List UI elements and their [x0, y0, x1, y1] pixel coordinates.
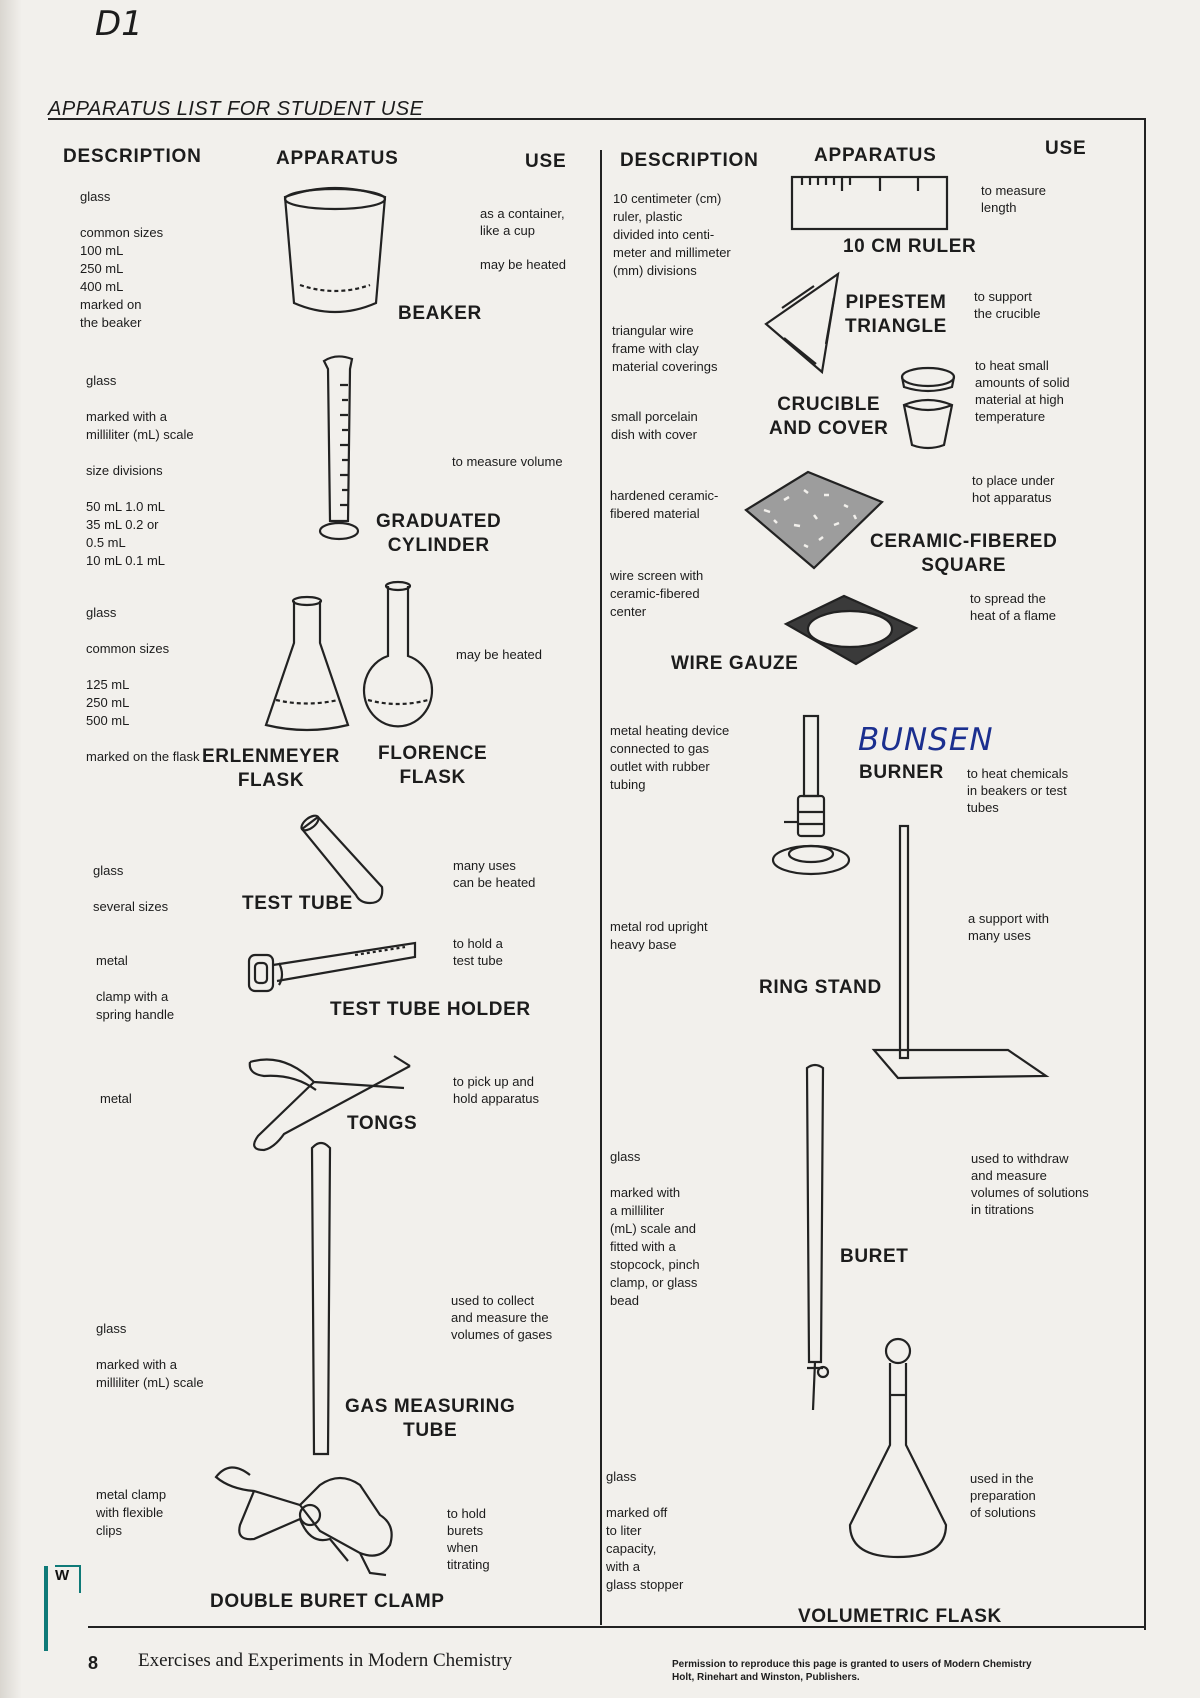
double-buret-clamp-use: to hold burets when titrating	[447, 1506, 490, 1572]
ceramic-square-label: CERAMIC-FIBERED SQUARE	[870, 531, 1058, 576]
flask-use: may be heated	[456, 647, 543, 662]
crucible-icon	[900, 366, 956, 450]
buret-label: BURET	[840, 1246, 909, 1267]
page-title: APPARATUS LIST FOR STUDENT USE	[48, 98, 424, 120]
side-tab-bar	[44, 1566, 48, 1651]
buret-use: used to withdraw and measure volumes of …	[971, 1151, 1089, 1217]
ceramic-square-description: hardened ceramic- fibered material	[610, 488, 719, 521]
gas-measuring-tube-use: used to collect and measure the volumes …	[451, 1293, 553, 1342]
ceramic-square-icon	[744, 470, 884, 570]
graduated-cylinder-icon	[318, 355, 360, 541]
beaker-use: as a container, like a cup may be heated	[480, 206, 567, 272]
flask-description: glass common sizes 125 mL 250 mL 500 mL …	[86, 605, 200, 764]
test-tube-use: many uses can be heated	[453, 858, 536, 890]
double-buret-clamp-description: metal clamp with flexible clips	[96, 1487, 167, 1538]
bunsen-burner-description: metal heating device connected to gas ou…	[610, 723, 730, 792]
ring-stand-use: a support with many uses	[968, 911, 1049, 943]
ring-stand-label: RING STAND	[759, 977, 882, 998]
ring-stand-icon	[871, 824, 1050, 1080]
volumetric-flask-icon	[848, 1337, 948, 1559]
beaker-label: BEAKER	[398, 303, 482, 324]
crucible-use: to heat small amounts of solid material …	[975, 358, 1070, 424]
tongs-label: TONGS	[347, 1113, 418, 1134]
wire-gauze-icon	[783, 594, 919, 666]
bottom-rule	[88, 1626, 1144, 1628]
erlenmeyer-flask-label: ERLENMEYER FLASK	[202, 746, 340, 791]
volumetric-flask-label: VOLUMETRIC FLASK	[798, 1606, 1002, 1627]
test-tube-holder-label: TEST TUBE HOLDER	[330, 999, 531, 1020]
buret-description: glass marked with a milliliter (mL) scal…	[610, 1149, 700, 1308]
ring-stand-description: metal rod upright heavy base	[610, 919, 708, 952]
tongs-description: metal	[100, 1091, 132, 1106]
bunsen-burner-icon	[771, 714, 851, 876]
florence-flask-label: FLORENCE FLASK	[378, 743, 488, 788]
gas-measuring-tube-label: GAS MEASURING TUBE	[345, 1396, 516, 1441]
scan-edge	[0, 0, 22, 1698]
double-buret-clamp-label: DOUBLE BURET CLAMP	[210, 1591, 445, 1612]
wire-gauze-description: wire screen with ceramic-fibered center	[610, 568, 704, 619]
book-title: Exercises and Experiments in Modern Chem…	[138, 1650, 513, 1671]
pipestem-triangle-label: PIPESTEM TRIANGLE	[845, 292, 947, 337]
buret-icon	[805, 1063, 830, 1411]
tongs-icon	[248, 1055, 411, 1152]
ruler-label: 10 CM RULER	[843, 236, 977, 257]
gas-measuring-tube-description: glass marked with a milliliter (mL) scal…	[96, 1321, 204, 1390]
table-frame	[48, 118, 1146, 1630]
test-tube-holder-use: to hold a test tube	[453, 936, 503, 968]
erlenmeyer-flask-icon	[264, 595, 350, 732]
pipestem-triangle-description: triangular wire frame with clay material…	[612, 323, 718, 374]
header-left-description: DESCRIPTION	[63, 146, 202, 167]
column-divider	[600, 150, 602, 1625]
pipestem-triangle-use: to support the crucible	[974, 289, 1041, 321]
ruler-description: 10 centimeter (cm) ruler, plastic divide…	[613, 191, 731, 278]
ruler-use: to measure length	[981, 183, 1047, 215]
header-right-apparatus: APPARATUS	[814, 145, 937, 166]
test-tube-holder-icon	[247, 941, 417, 993]
bunsen-burner-use: to heat chemicals in beakers or test tub…	[967, 766, 1069, 815]
permission-notice: Permission to reproduce this page is gra…	[672, 1659, 1032, 1683]
header-left-use: USE	[525, 151, 567, 172]
ceramic-square-use: to place under hot apparatus	[972, 473, 1055, 505]
header-right-description: DESCRIPTION	[620, 150, 759, 171]
wire-gauze-label: WIRE GAUZE	[671, 653, 799, 674]
wire-gauze-use: to spread the heat of a flame	[970, 591, 1056, 623]
beaker-icon	[283, 186, 387, 314]
gas-measuring-tube-icon	[310, 1141, 332, 1456]
beaker-description: glass common sizes 100 mL 250 mL 400 mL …	[80, 189, 164, 330]
header-left-apparatus: APPARATUS	[276, 148, 399, 169]
double-buret-clamp-icon	[214, 1466, 393, 1577]
bunsen-burner-label: BURNER	[859, 762, 944, 783]
ruler-icon	[790, 175, 949, 231]
volumetric-flask-use: used in the preparation of solutions	[970, 1471, 1036, 1520]
graduated-cylinder-use: to measure volume	[452, 454, 563, 469]
side-tab-letter: W	[55, 1565, 81, 1593]
page-number: 8	[88, 1653, 99, 1673]
test-tube-holder-description: metal clamp with a spring handle	[96, 953, 175, 1022]
test-tube-label: TEST TUBE	[242, 893, 353, 914]
crucible-label: CRUCIBLE AND COVER	[769, 394, 889, 439]
pipestem-triangle-icon	[764, 271, 840, 375]
test-tube-description: glass several sizes	[93, 863, 169, 914]
handwritten-corner-mark: D1	[95, 4, 143, 44]
graduated-cylinder-label: GRADUATED CYLINDER	[376, 511, 502, 556]
bunsen-handwritten-label: BUNSEN	[858, 722, 994, 758]
florence-flask-icon	[362, 580, 434, 728]
tongs-use: to pick up and hold apparatus	[453, 1074, 540, 1106]
graduated-cylinder-description: glass marked with a milliliter (mL) scal…	[86, 373, 194, 568]
crucible-description: small porcelain dish with cover	[611, 409, 698, 442]
header-right-use: USE	[1045, 138, 1087, 159]
volumetric-flask-description: glass marked off to liter capacity, with…	[606, 1469, 684, 1592]
test-tube-icon	[300, 814, 384, 905]
